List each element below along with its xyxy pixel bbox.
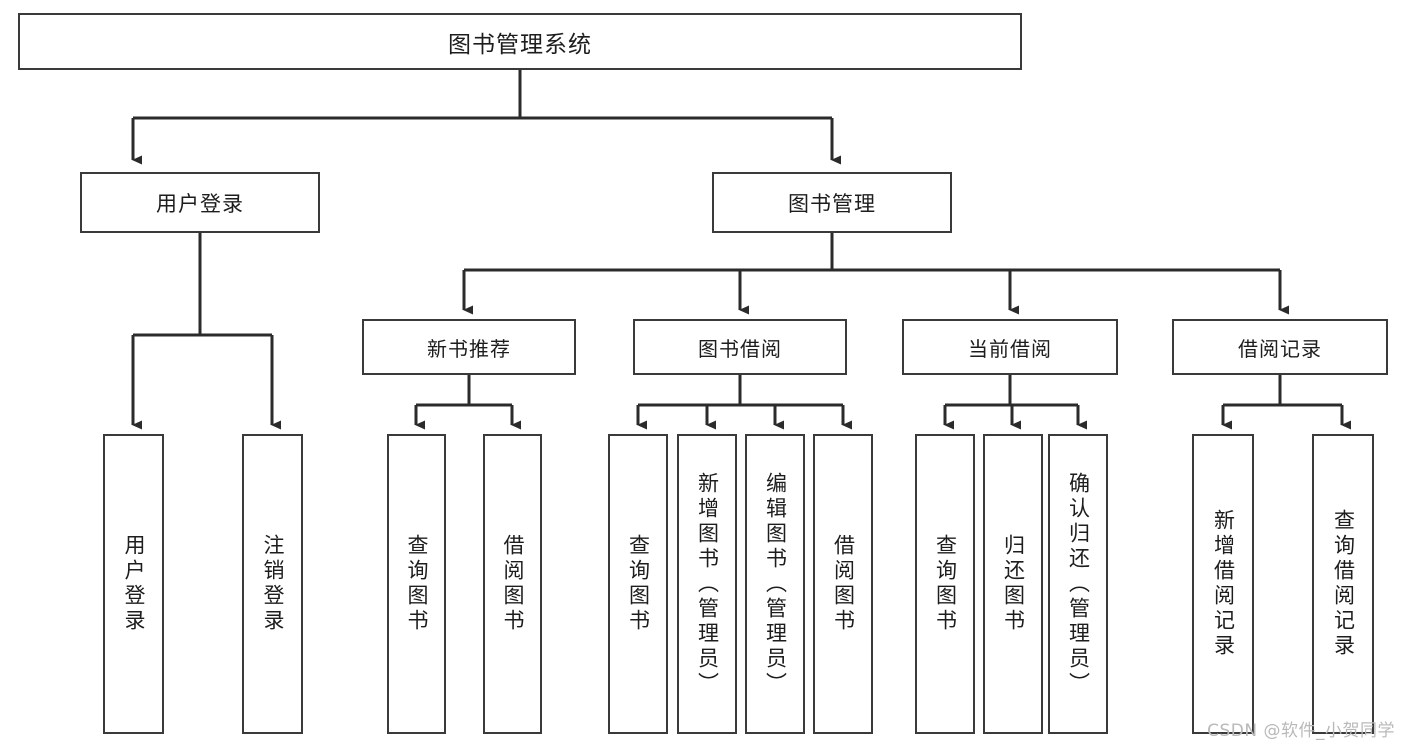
node-leaf-borrow-book-2[interactable]: 借阅图书 <box>813 434 873 734</box>
node-leaf-add-book-label: 新增图书（管理员） <box>695 471 720 697</box>
node-leaf-query-book-3-label: 查询图书 <box>933 534 958 634</box>
node-current-borrow-label: 当前借阅 <box>968 336 1052 361</box>
node-leaf-return-book[interactable]: 归还图书 <box>983 434 1043 734</box>
node-leaf-borrow-book-1[interactable]: 借阅图书 <box>483 434 542 734</box>
node-book-manage-label: 图书管理 <box>788 191 876 216</box>
node-current-borrow[interactable]: 当前借阅 <box>902 319 1118 375</box>
node-leaf-query-record-label: 查询借阅记录 <box>1331 509 1356 659</box>
node-leaf-query-book-1-label: 查询图书 <box>405 534 429 634</box>
node-leaf-return-book-label: 归还图书 <box>1001 534 1026 634</box>
node-leaf-user-login[interactable]: 用户登录 <box>103 434 164 734</box>
watermark-text: CSDN @软件_小贺同学 <box>1207 721 1395 741</box>
node-borrow-record[interactable]: 借阅记录 <box>1172 319 1388 375</box>
node-user-login[interactable]: 用户登录 <box>80 172 320 233</box>
node-leaf-query-book-2[interactable]: 查询图书 <box>608 434 668 734</box>
node-book-borrow[interactable]: 图书借阅 <box>633 319 847 375</box>
node-root-label: 图书管理系统 <box>448 31 592 58</box>
node-leaf-borrow-book-2-label: 借阅图书 <box>831 534 856 634</box>
node-leaf-query-record[interactable]: 查询借阅记录 <box>1312 434 1374 734</box>
node-book-borrow-label: 图书借阅 <box>698 336 782 361</box>
node-leaf-add-record[interactable]: 新增借阅记录 <box>1192 434 1254 734</box>
node-leaf-edit-book[interactable]: 编辑图书（管理员） <box>745 434 805 734</box>
node-leaf-query-book-3[interactable]: 查询图书 <box>915 434 975 734</box>
node-leaf-confirm-return[interactable]: 确认归还（管理员） <box>1048 434 1108 734</box>
node-leaf-logout-login-label: 注销登录 <box>261 534 285 634</box>
node-leaf-edit-book-label: 编辑图书（管理员） <box>763 471 788 697</box>
node-leaf-add-book[interactable]: 新增图书（管理员） <box>677 434 737 734</box>
node-user-login-label: 用户登录 <box>156 191 244 216</box>
node-root[interactable]: 图书管理系统 <box>18 13 1022 70</box>
node-book-manage[interactable]: 图书管理 <box>712 172 952 233</box>
node-leaf-user-login-label: 用户登录 <box>122 534 146 634</box>
node-borrow-record-label: 借阅记录 <box>1238 336 1322 361</box>
node-leaf-add-record-label: 新增借阅记录 <box>1211 509 1236 659</box>
node-leaf-confirm-return-label: 确认归还（管理员） <box>1066 471 1091 697</box>
node-leaf-query-book-1[interactable]: 查询图书 <box>387 434 446 734</box>
node-new-book-recommend-label: 新书推荐 <box>427 336 511 361</box>
node-new-book-recommend[interactable]: 新书推荐 <box>362 319 576 375</box>
node-leaf-logout-login[interactable]: 注销登录 <box>242 434 303 734</box>
node-leaf-query-book-2-label: 查询图书 <box>626 534 651 634</box>
node-leaf-borrow-book-1-label: 借阅图书 <box>501 534 525 634</box>
